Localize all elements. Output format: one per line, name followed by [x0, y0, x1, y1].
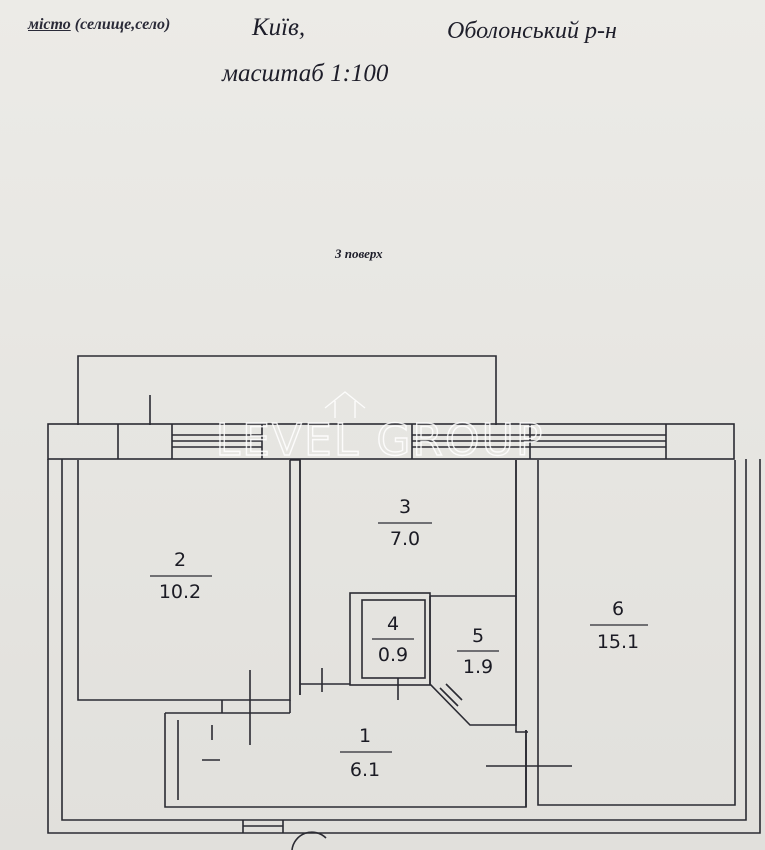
- floor-label: 3 поверх: [335, 246, 383, 261]
- entrance-swing: [291, 831, 327, 850]
- balcony-outline: [77, 355, 497, 425]
- scale-text: масштаб 1:100: [222, 60, 389, 87]
- room-4-inner: [361, 599, 426, 679]
- watermark-logo: LEVEL GROUP: [215, 391, 545, 467]
- room-2-walls: [77, 460, 291, 701]
- room-label-2: 2 10.2: [150, 549, 212, 603]
- room-4-number: 4: [387, 613, 399, 635]
- room-label-4: 4 0.9: [372, 613, 414, 666]
- room-3-area: 7.0: [390, 528, 420, 550]
- room-6-door: [486, 740, 572, 790]
- room-6-number: 6: [612, 598, 624, 620]
- city-label: місто (селище,село): [28, 16, 170, 34]
- room-1-number: 1: [359, 725, 371, 747]
- room-1-area: 6.1: [350, 759, 380, 781]
- watermark-text: LEVEL GROUP: [216, 415, 545, 466]
- room-5-number: 5: [472, 625, 484, 647]
- room-6-area: 15.1: [597, 631, 639, 653]
- room-2-area: 10.2: [159, 581, 201, 603]
- entrance-door: [242, 820, 284, 833]
- city-name: Київ,: [252, 14, 306, 41]
- room-label-6: 6 15.1: [590, 598, 648, 653]
- window-glazing-left: [172, 434, 262, 448]
- room-5-door: [439, 683, 463, 707]
- room-label-1: 1 6.1: [340, 725, 392, 781]
- window-glazing-right: [530, 434, 666, 448]
- district-name: Оболонський р-н: [447, 18, 617, 44]
- room-4-area: 0.9: [378, 644, 408, 666]
- room-label-3: 3 7.0: [378, 496, 432, 550]
- room-2-number: 2: [174, 549, 186, 571]
- room-3-number: 3: [399, 496, 411, 518]
- room-label-5: 5 1.9: [457, 625, 499, 678]
- room-5-area: 1.9: [463, 656, 493, 678]
- outer-wall-inner: [61, 459, 747, 821]
- window-wall-strip: [47, 423, 735, 460]
- room-2-door: [221, 670, 291, 745]
- city-label-word: місто: [28, 16, 71, 33]
- room-1-door-ticks: [202, 668, 350, 761]
- city-label-suffix: (селище,село): [70, 16, 171, 33]
- window-glazing-center: [412, 434, 530, 448]
- outer-wall: [47, 459, 761, 834]
- room-2-wall-thickness: [290, 459, 301, 695]
